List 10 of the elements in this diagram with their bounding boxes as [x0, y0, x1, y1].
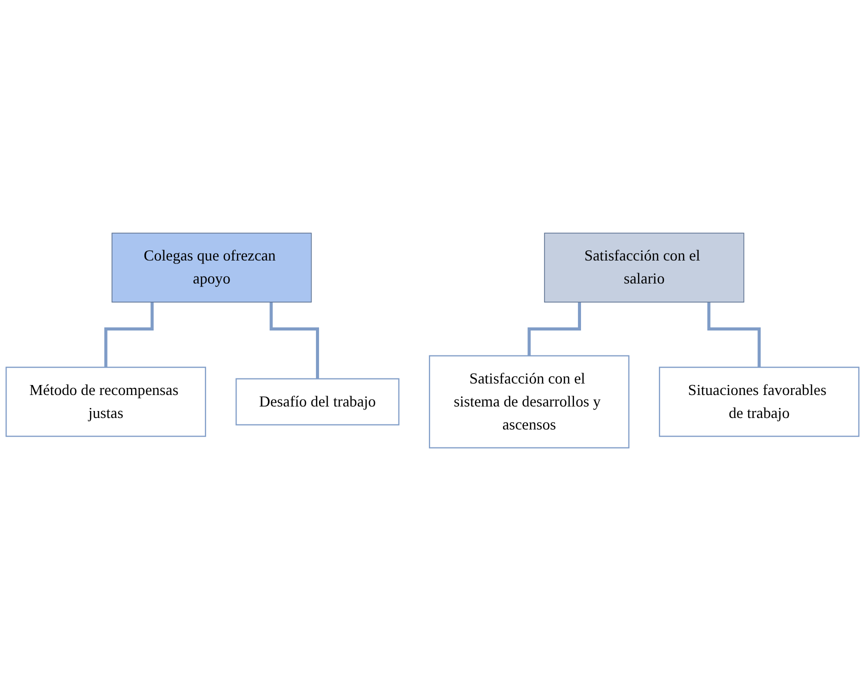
node-box: Satisfacción con el salario [544, 232, 744, 302]
node-box: Satisfacción con el sistema de desarrollos y ascensos [428, 354, 630, 448]
connector [707, 302, 761, 368]
node-box: Colegas que ofrezcan apoyo [112, 232, 312, 302]
connector [528, 302, 582, 357]
node-box: Método de recompensas justas [6, 366, 206, 436]
node-box: Desafío del trabajo [236, 378, 400, 425]
connector [104, 302, 154, 368]
node-box: Situaciones favorables de trabajo [658, 366, 860, 436]
connector [270, 302, 320, 380]
